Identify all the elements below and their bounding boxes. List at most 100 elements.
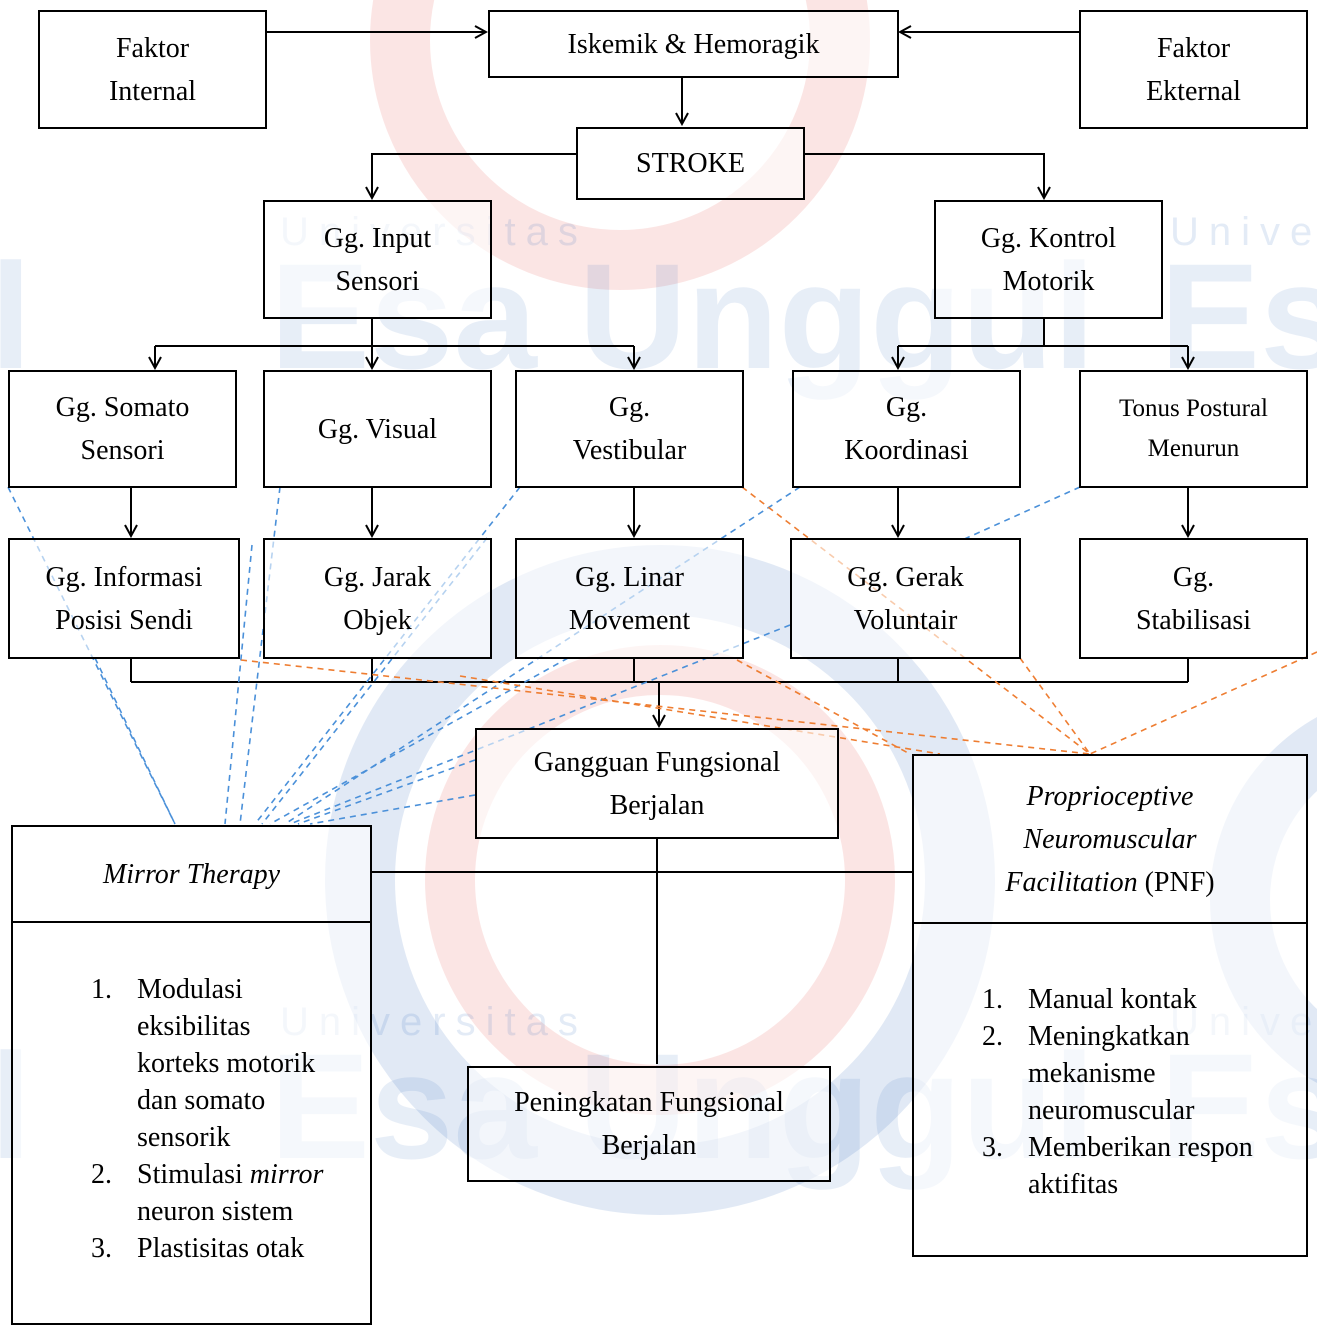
tonus-line1: Tonus Postural	[1119, 395, 1268, 422]
pnf-item-3-line1: Memberikan respon	[1028, 1132, 1253, 1163]
faktor-eksternal-line1: Faktor	[1156, 32, 1231, 64]
mirror-item-3: 3. Plastisitas otak	[91, 1230, 371, 1267]
mirror-item-3-line1: Plastisitas otak	[137, 1233, 305, 1264]
dash-orange-gerak-pnf	[1019, 657, 1091, 755]
gg-informasi-line2: Posisi Sendi	[55, 604, 193, 636]
mirror-item-2-num: 2.	[91, 1159, 112, 1190]
iskemik-label: Iskemik & Hemoragik	[567, 28, 820, 60]
box-iskemik-hemoragik: Iskemik & Hemoragik	[488, 10, 899, 78]
pnf-item-2-line1: Meningkatkan	[1028, 1021, 1190, 1052]
gangguan-line2: Berjalan	[609, 789, 705, 821]
panel-pnf: Proprioceptive Neuromuscular Facilitatio…	[912, 754, 1308, 1257]
gg-vestibular-line2: Vestibular	[572, 435, 687, 466]
box-gg-vestibular: Gg. Vestibular	[515, 370, 744, 488]
gg-input-line1: Gg. Input	[323, 222, 432, 254]
stroke-label: STROKE	[636, 148, 745, 179]
peningkatan-line2: Berjalan	[601, 1130, 697, 1161]
box-gg-visual: Gg. Visual	[263, 370, 492, 488]
gg-input-line2: Sensori	[335, 265, 420, 297]
peningkatan-line1: Peningkatan Fungsional	[514, 1087, 784, 1118]
pnf-list: 1. Manual kontak 2. Meningkatkan mekanis…	[982, 981, 1302, 1203]
faktor-internal-line1: Faktor	[115, 32, 190, 64]
pnf-item-2-line3: neuromuscular	[1028, 1095, 1195, 1126]
pnf-item-3-line2: aktifitas	[1028, 1169, 1119, 1200]
gg-linar-line1: Gg. Linar	[575, 561, 684, 593]
pnf-header: Proprioceptive Neuromuscular Facilitatio…	[914, 756, 1306, 924]
pnf-title-line3-italic: Facilitation	[1005, 866, 1138, 898]
pnf-title-line2: Neuromuscular	[1023, 823, 1197, 855]
mirror-item-2-rest: neuron sistem	[137, 1196, 294, 1227]
mirror-item-1-line3: korteks motorik	[137, 1048, 316, 1079]
mirror-item-1-line2: eksibilitas	[137, 1011, 251, 1042]
gg-stabilisasi-line2: Stabilisasi	[1135, 604, 1252, 636]
gg-somato-line1: Gg. Somato	[55, 392, 190, 423]
mirror-item-1-line4: dan somato	[137, 1085, 266, 1116]
dash-blue-jarak-mirror	[224, 544, 253, 825]
dash-orange-vestibular-pnf	[741, 486, 1091, 755]
gg-linar-line2: Movement	[568, 604, 691, 636]
tonus-line2: Menurun	[1147, 435, 1240, 462]
mirror-item-3-num: 3.	[91, 1233, 112, 1264]
mirror-item-2: 2. Stimulasi mirror neuron sistem	[91, 1156, 371, 1230]
pnf-item-2-line2: mekanisme	[1028, 1058, 1156, 1089]
panel-mirror-therapy: Mirror Therapy 1. Modulasi eksibilitas k…	[11, 825, 372, 1325]
mirror-item-2-em: mirror	[249, 1159, 324, 1190]
gg-kontrol-line2: Motorik	[1002, 265, 1095, 297]
arrow-stroke-to-input	[372, 153, 577, 198]
mirror-therapy-header: Mirror Therapy	[13, 827, 370, 923]
gg-jarak-line1: Gg. Jarak	[323, 561, 432, 593]
dash-orange-stabilisasi-pnf	[1089, 651, 1317, 755]
arrow-stroke-to-kontrol	[804, 153, 1044, 198]
mirror-therapy-title: Mirror Therapy	[102, 858, 281, 890]
pnf-item-3: 3. Memberikan respon aktifitas	[982, 1129, 1302, 1203]
pnf-title-line1: Proprioceptive	[1026, 780, 1194, 812]
pnf-item-1-line1: Manual kontak	[1028, 984, 1197, 1015]
gg-somato-line2: Sensori	[80, 435, 165, 466]
faktor-eksternal-line2: Ekternal	[1146, 75, 1241, 107]
pnf-item-1-num: 1.	[982, 984, 1003, 1015]
gg-koordinasi-line2: Koordinasi	[844, 435, 969, 466]
dash-blue-informasi-mirror	[94, 657, 176, 825]
dash-blue-gangguan-mirror-2	[309, 794, 476, 825]
gg-gerak-line2: Voluntair	[853, 604, 958, 636]
mirror-item-1-num: 1.	[91, 974, 112, 1005]
pnf-item-3-num: 3.	[982, 1132, 1003, 1163]
gg-gerak-line1: Gg. Gerak	[847, 561, 964, 593]
mirror-item-1-line1: Modulasi	[137, 974, 243, 1005]
gg-koordinasi-line1: Gg.	[885, 392, 928, 423]
dash-orange-jarak-pnf	[459, 675, 941, 755]
gg-stabilisasi-line1: Gg.	[1172, 561, 1215, 593]
box-gg-stabilisasi: Gg. Stabilisasi	[1079, 538, 1308, 659]
mirror-item-1: 1. Modulasi eksibilitas korteks motorik …	[91, 971, 371, 1156]
gg-kontrol-line1: Gg. Kontrol	[980, 222, 1117, 254]
pnf-item-2-num: 2.	[982, 1021, 1003, 1052]
gg-visual-label: Gg. Visual	[317, 413, 438, 445]
faktor-internal-line2: Internal	[108, 75, 197, 107]
box-gg-koordinasi: Gg. Koordinasi	[792, 370, 1021, 488]
gg-informasi-line1: Gg. Informasi	[45, 561, 203, 593]
gangguan-line1: Gangguan Fungsional	[533, 746, 781, 778]
box-stroke: STROKE	[576, 127, 805, 200]
gg-jarak-line2: Objek	[343, 604, 412, 636]
mirror-item-1-line5: sensorik	[137, 1122, 231, 1153]
gg-vestibular-line1: Gg.	[608, 392, 651, 423]
pnf-item-1: 1. Manual kontak	[982, 981, 1302, 1018]
mirror-item-2-pre: Stimulasi	[137, 1159, 250, 1190]
dash-blue-gangguan-mirror-1	[297, 759, 476, 825]
mirror-therapy-list: 1. Modulasi eksibilitas korteks motorik …	[91, 971, 371, 1267]
dash-blue-tonus-mirror	[959, 486, 1081, 542]
pnf-title-line3-rest: (PNF)	[1137, 866, 1215, 898]
